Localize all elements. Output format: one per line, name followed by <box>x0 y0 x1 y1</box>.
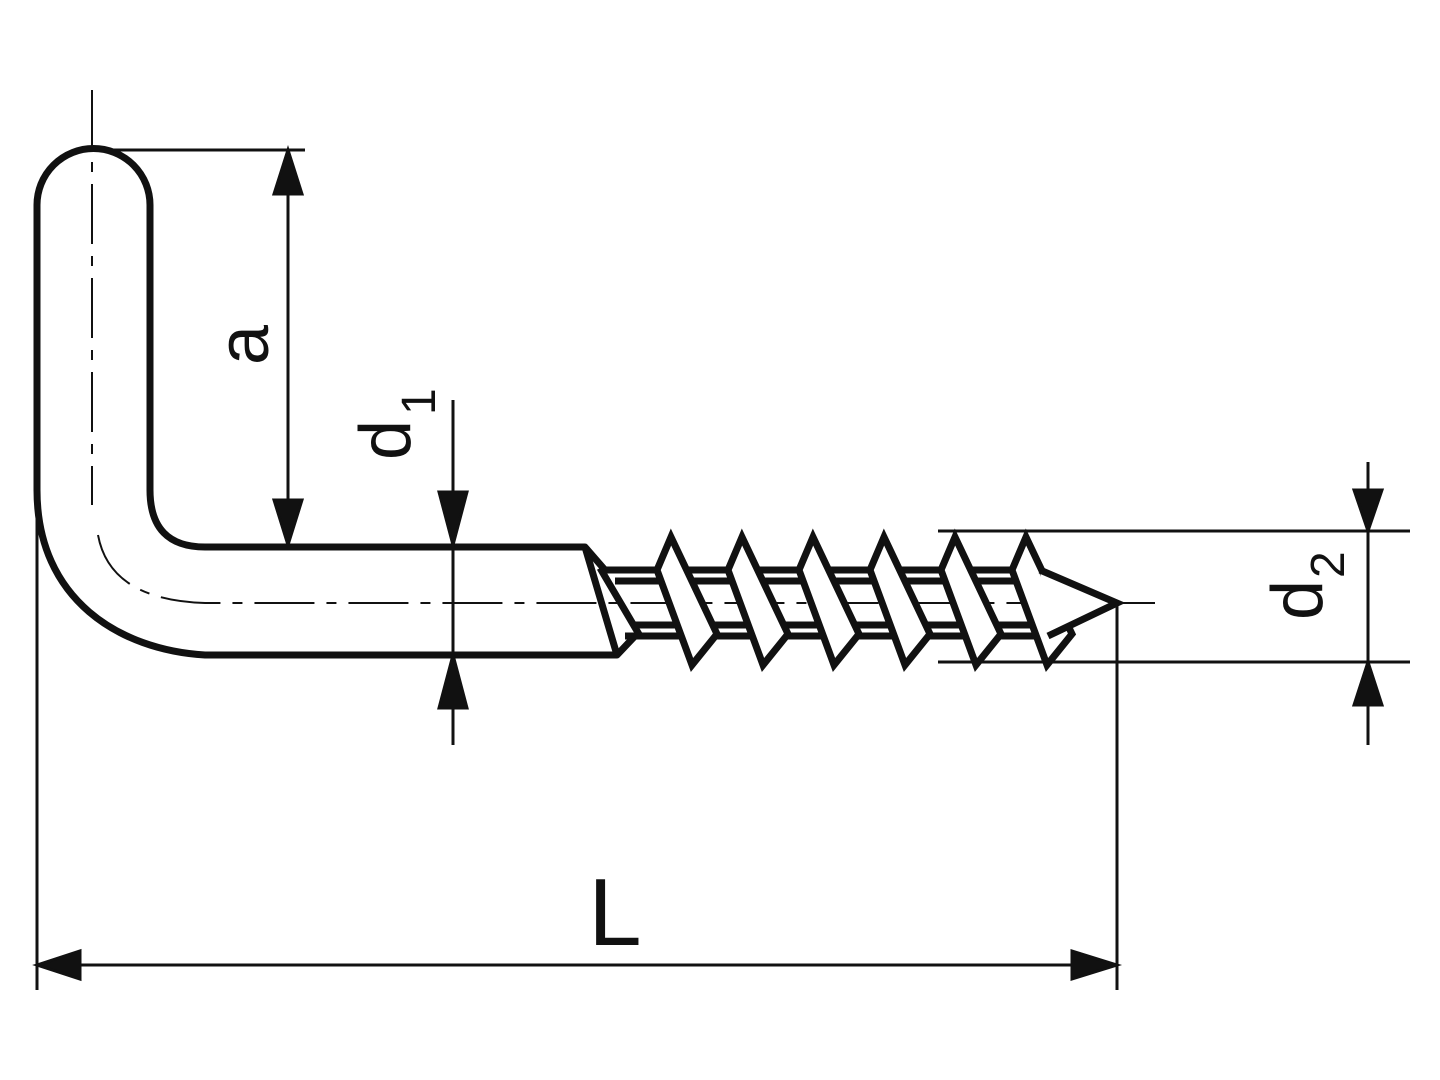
thread-crest <box>653 528 722 673</box>
dimension-d1 <box>437 400 469 745</box>
thread-crest <box>724 528 793 673</box>
dimension-a <box>92 145 305 551</box>
thread-crest <box>866 528 935 673</box>
label-d2: d <box>1258 580 1338 620</box>
thread-crest <box>795 528 864 673</box>
dimension-L <box>32 490 1123 990</box>
centerline <box>91 90 1155 604</box>
label-L: L <box>588 859 641 966</box>
thread-group <box>605 528 1077 673</box>
hook-outline <box>33 145 638 659</box>
screw-point <box>1038 566 1126 640</box>
label-d2-subscript: 2 <box>1302 551 1355 578</box>
label-d1-subscript: 1 <box>393 388 446 415</box>
dimension-d2 <box>938 462 1410 745</box>
label-a: a <box>204 324 284 365</box>
label-d1: d <box>346 420 426 460</box>
thread-crest <box>937 528 1006 673</box>
